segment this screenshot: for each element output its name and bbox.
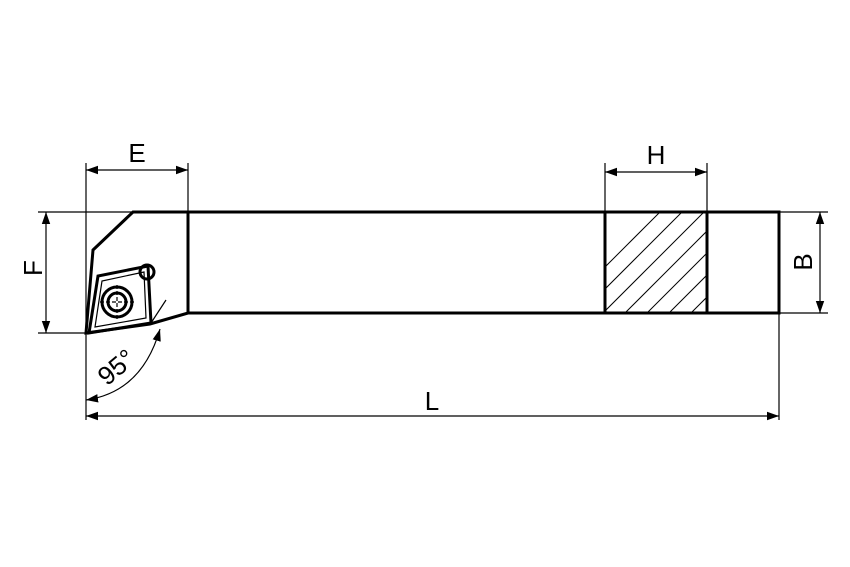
clamp-pin	[138, 263, 156, 281]
label-E: E	[128, 138, 145, 168]
dimension-E: E	[86, 138, 188, 175]
label-L: L	[425, 386, 439, 416]
extension-lines	[38, 163, 828, 420]
shank-body	[84, 210, 781, 335]
dimension-angle: 95°	[85, 328, 161, 403]
label-F: F	[18, 260, 48, 276]
dimension-F: F	[18, 212, 51, 333]
label-H: H	[647, 140, 666, 170]
dimension-L: L	[86, 386, 779, 421]
dimension-H: H	[605, 140, 707, 177]
label-B: B	[788, 253, 818, 270]
label-angle: 95°	[92, 343, 141, 391]
cutting-insert	[87, 263, 156, 335]
dimension-B: B	[788, 212, 825, 313]
hatched-section	[605, 213, 707, 312]
